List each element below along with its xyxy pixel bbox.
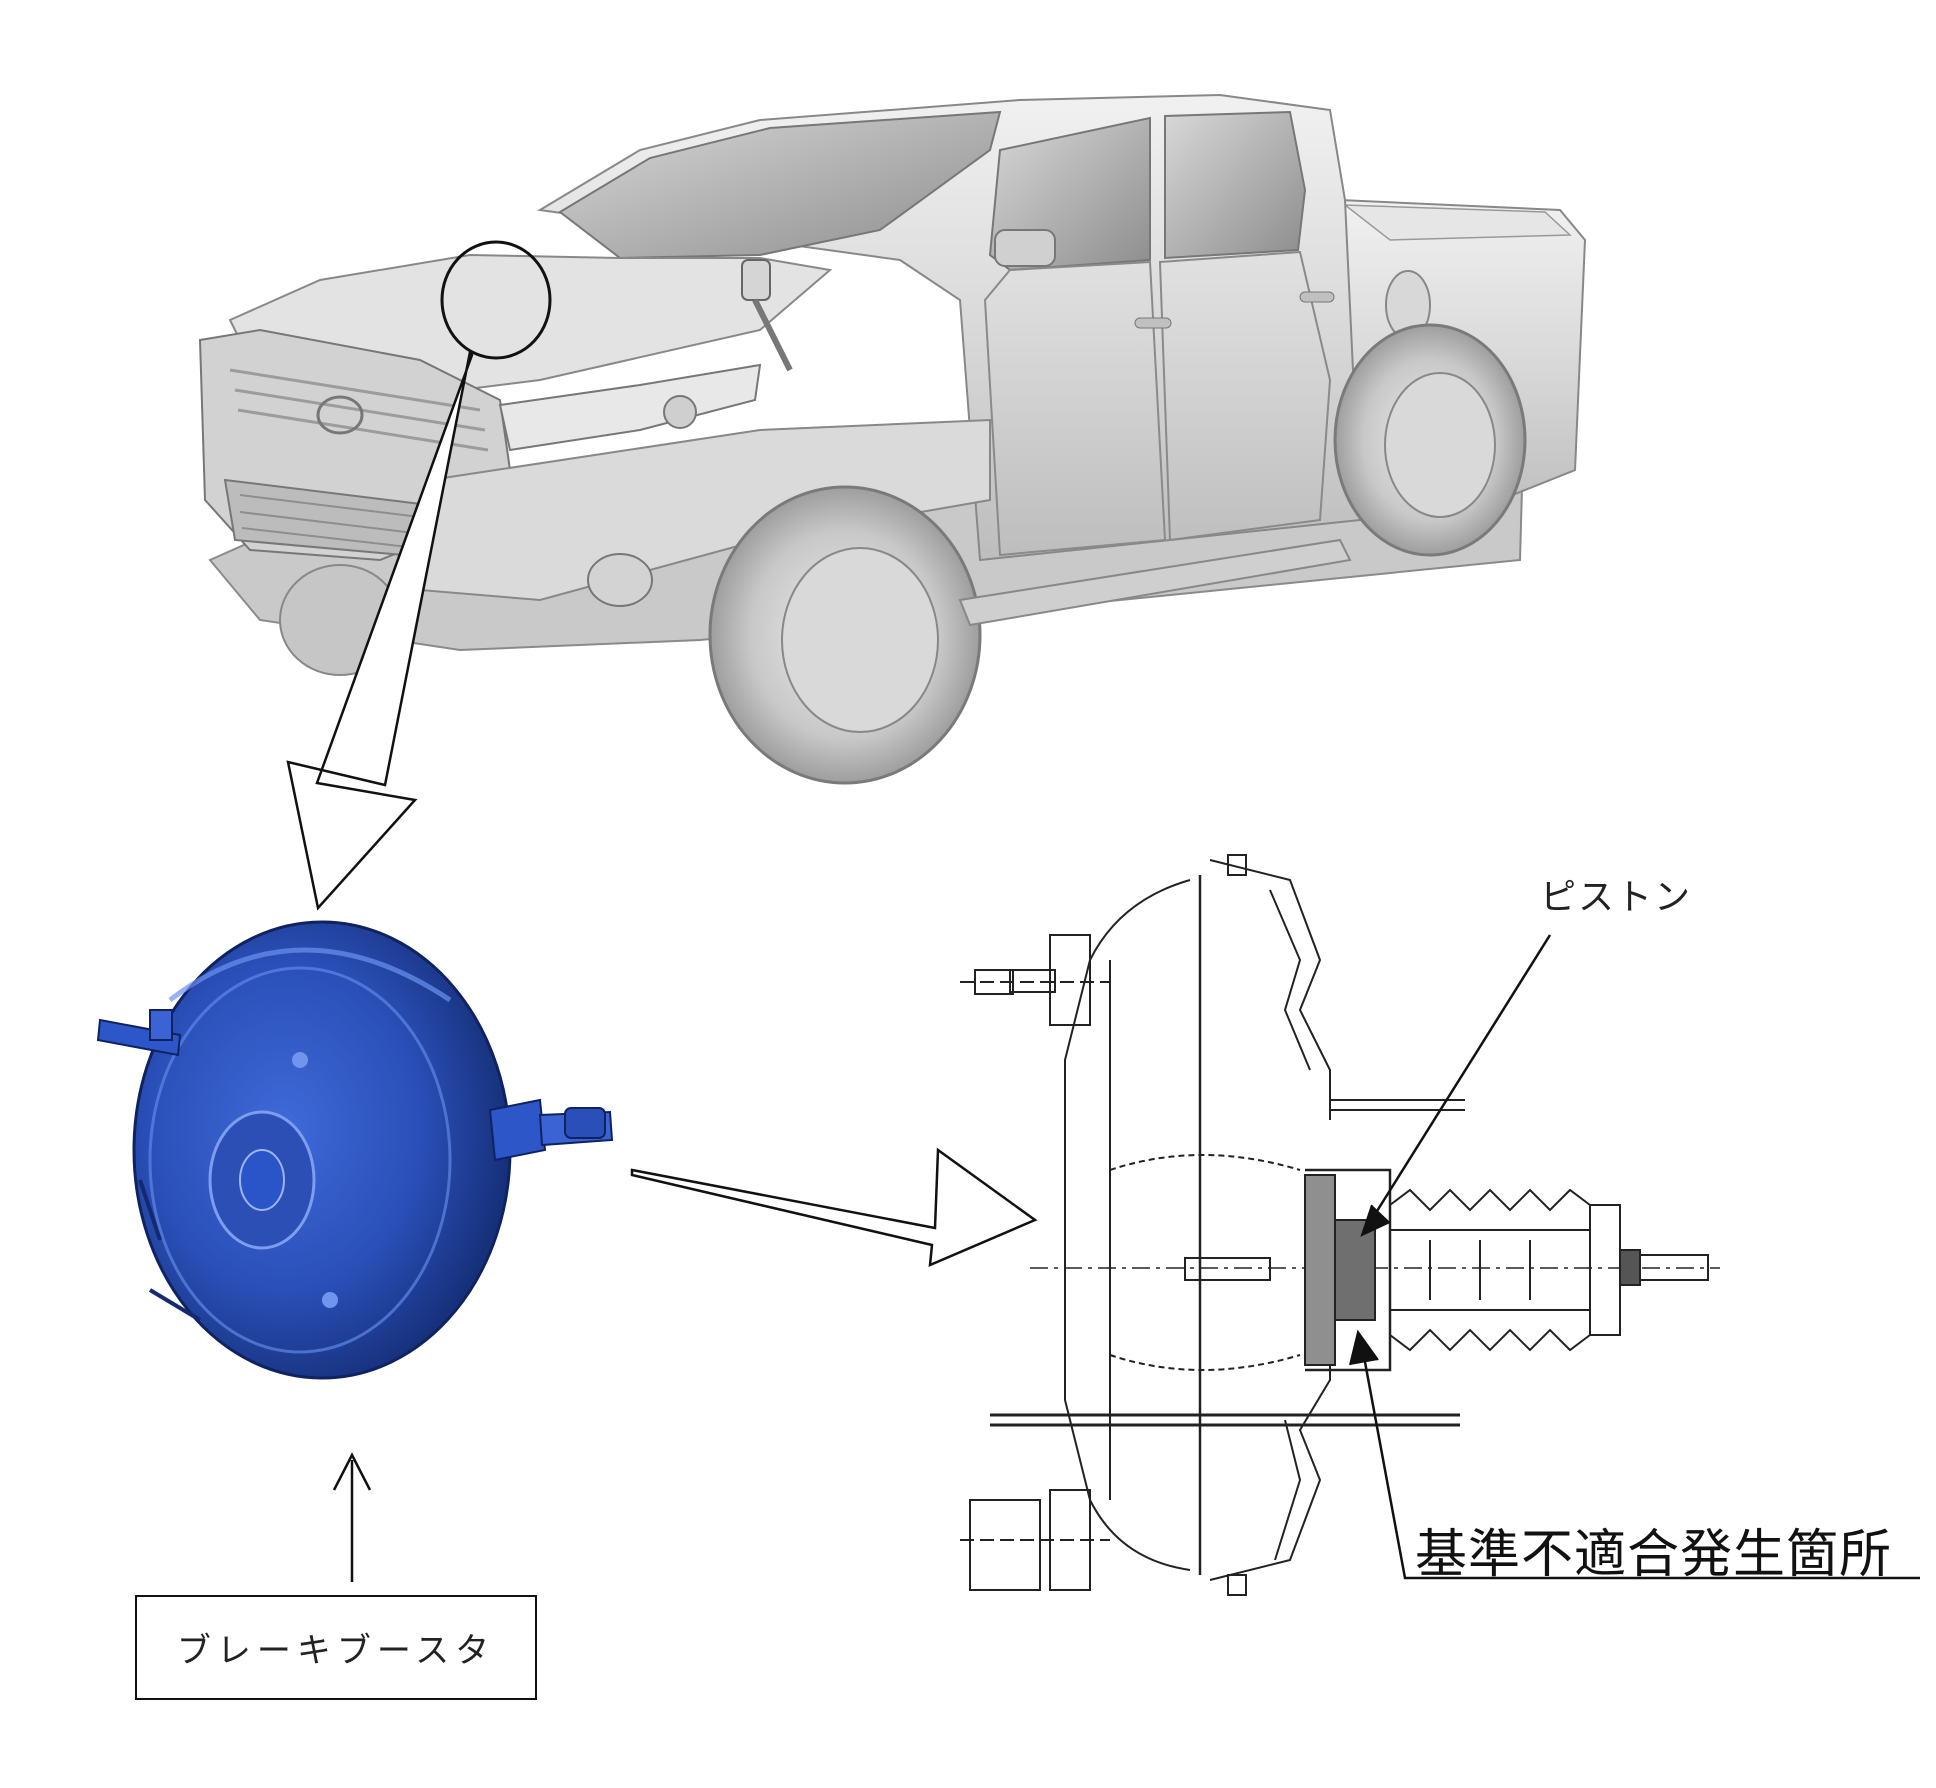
brake-booster-label-box: ブレーキブースタ: [135, 1595, 537, 1700]
arrow-booster-to-section: [630, 1147, 1038, 1267]
piston-label: ピストン: [1540, 877, 1693, 918]
arrow-truck-to-booster: [286, 348, 474, 911]
callout-circle: [440, 240, 552, 360]
brake-booster-label: ブレーキブースタ: [176, 1631, 496, 1671]
defect-location-label: 基準不適合発生箇所: [1415, 1525, 1893, 1585]
brake-booster-3d: [96, 920, 614, 1380]
pickup-truck-illustration: [198, 93, 1587, 785]
brake-booster-cross-section: [960, 854, 1920, 1596]
arrow-label-to-booster: [332, 1452, 372, 1582]
windshield: [558, 110, 1002, 260]
